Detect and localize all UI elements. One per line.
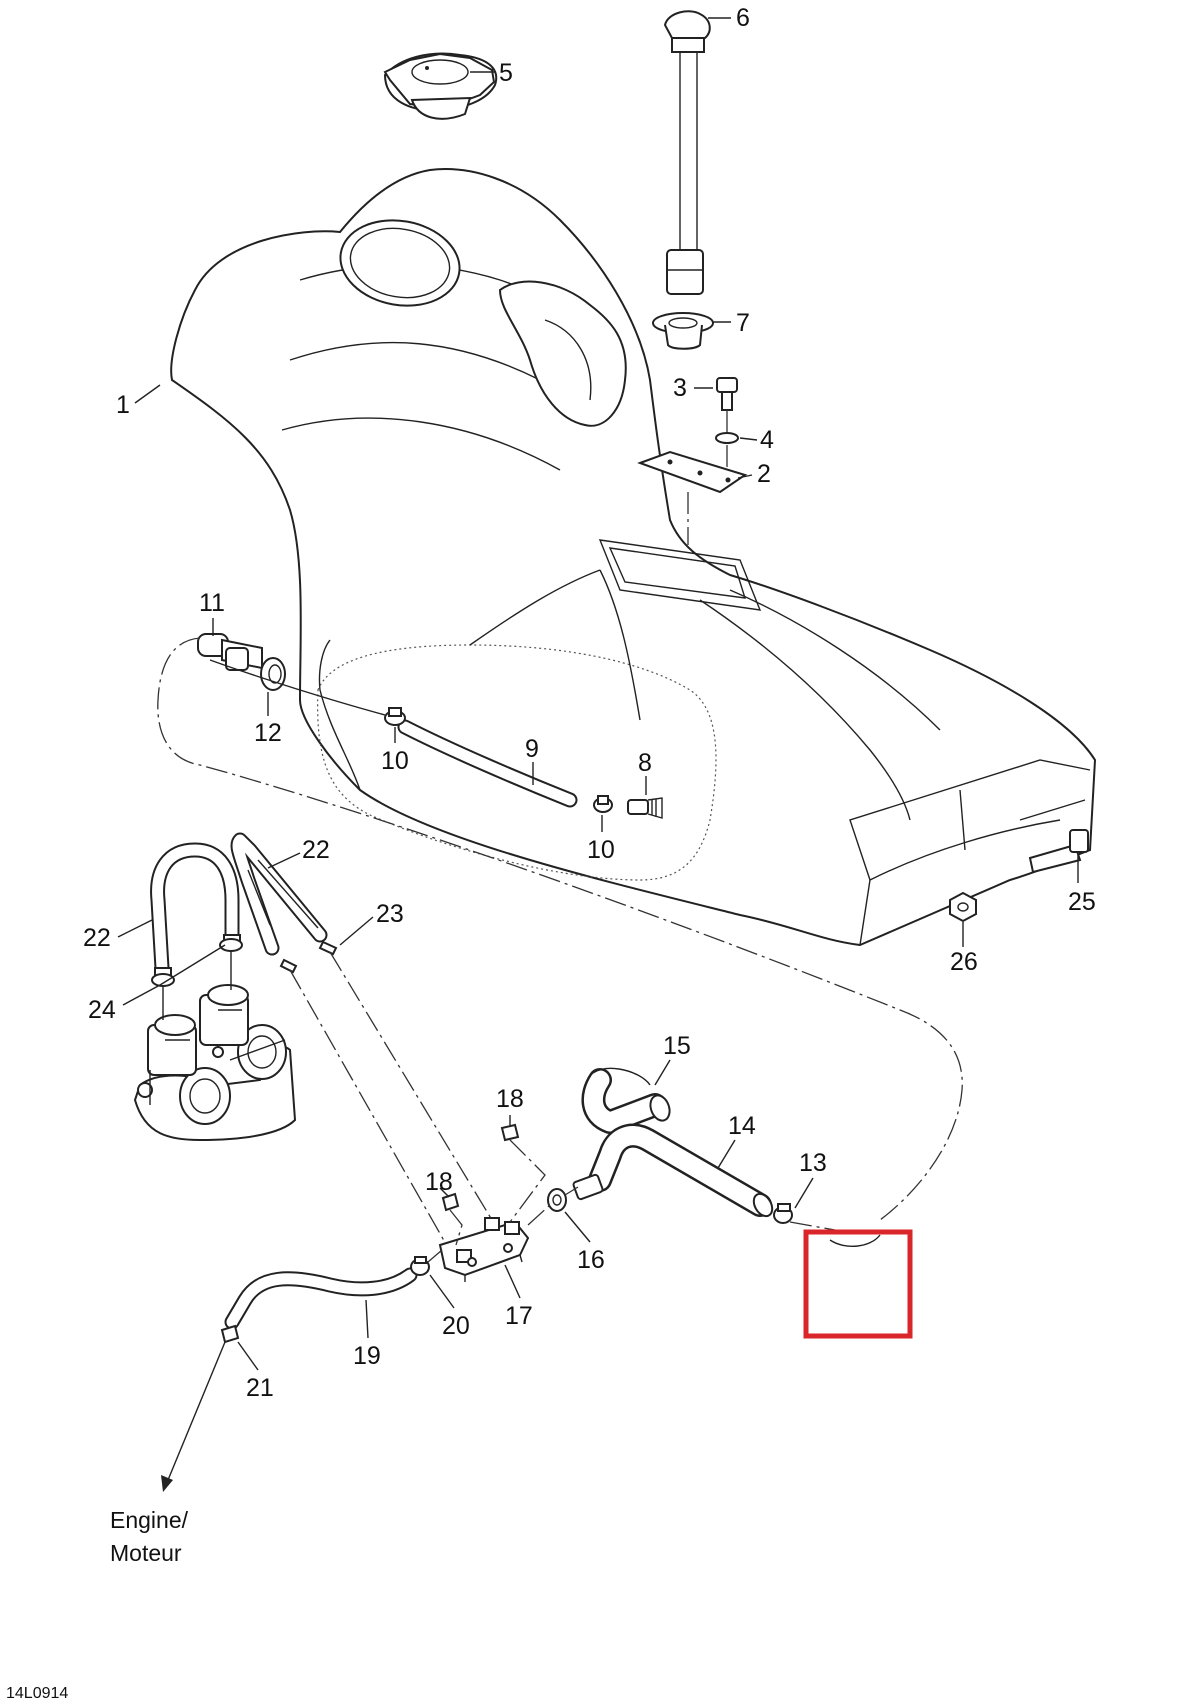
- callout-8: 8: [638, 749, 652, 777]
- callout-1: 1: [116, 391, 130, 419]
- callout-12: 12: [254, 719, 282, 747]
- access-plate: [637, 450, 748, 494]
- hose-clamp: [384, 707, 406, 726]
- tank-grommet: [260, 657, 286, 691]
- small-hose-clamp: [318, 940, 338, 956]
- callout-13: 13: [799, 1149, 827, 1177]
- tank-vent-hose: [397, 719, 578, 808]
- callout-17: 17: [505, 1302, 533, 1330]
- callout-9: 9: [525, 735, 539, 763]
- mount-nut: [949, 891, 977, 923]
- callout-10-lower: 10: [587, 836, 615, 864]
- callout-6: 6: [736, 4, 750, 32]
- sender-grommet: [652, 312, 714, 350]
- fuel-sender: [663, 10, 711, 295]
- feed-hose-clip: [220, 1324, 240, 1344]
- callout-5: 5: [499, 59, 513, 87]
- engine-label-line1: Engine/: [110, 1507, 189, 1533]
- callout-22-right: 22: [302, 836, 330, 864]
- washer: [715, 432, 739, 444]
- large-hose: [581, 1068, 667, 1134]
- small-hose-clamp: [279, 958, 298, 974]
- callout-21: 21: [246, 1374, 274, 1402]
- callout-16: 16: [577, 1246, 605, 1274]
- callout-18-lower: 18: [425, 1168, 453, 1196]
- carb-hose-clamp: [219, 938, 243, 952]
- callout-25: 25: [1068, 888, 1096, 916]
- callout-24: 24: [88, 996, 116, 1024]
- carb-hose-right: [230, 832, 328, 956]
- callout-15: 15: [663, 1032, 691, 1060]
- check-valve: [627, 797, 663, 819]
- callout-23: 23: [376, 900, 404, 928]
- leader-lines: [117, 17, 1079, 1371]
- callout-11: 11: [199, 589, 225, 617]
- callout-18-upper: 18: [496, 1085, 524, 1113]
- mount-bolt: [1028, 829, 1089, 874]
- carb-hose-clamp: [151, 973, 175, 987]
- hose-clamp: [593, 795, 613, 813]
- fuel-valve: [438, 1217, 530, 1282]
- engine-label-line2: Moteur: [110, 1540, 182, 1566]
- highlight-box: [803, 1229, 913, 1339]
- callout-22-left: 22: [83, 924, 111, 952]
- callout-4: 4: [760, 426, 774, 454]
- callout-20: 20: [442, 1312, 470, 1340]
- hose-clip: [441, 1192, 460, 1212]
- callout-3: 3: [673, 374, 687, 402]
- engine-feed-hose: [224, 1267, 418, 1330]
- callout-10-upper: 10: [381, 747, 409, 775]
- carb-hose-left: [150, 842, 240, 976]
- document-code: 14L0914: [6, 1685, 68, 1702]
- carburetor-assembly: [133, 984, 297, 1142]
- hose-sleeve: [547, 1188, 567, 1212]
- elbow-fitting: [197, 633, 263, 671]
- callout-2: 2: [757, 460, 771, 488]
- callout-14: 14: [728, 1112, 756, 1140]
- outlet-hose-clamp: [773, 1203, 793, 1224]
- hose-clip: [500, 1123, 520, 1142]
- feed-hose-clamp: [410, 1256, 430, 1276]
- outlet-hose: [588, 1123, 772, 1217]
- callout-7: 7: [736, 309, 750, 337]
- fuel-cap: [383, 52, 498, 120]
- callout-19: 19: [353, 1342, 381, 1370]
- fuel-tank: [170, 168, 1097, 947]
- callout-labels: 1 2 3 4 5 6 7 8 9 10 10 11 12 13 14 15 1…: [6, 4, 1096, 1702]
- screw: [716, 377, 738, 411]
- callout-26: 26: [950, 948, 978, 976]
